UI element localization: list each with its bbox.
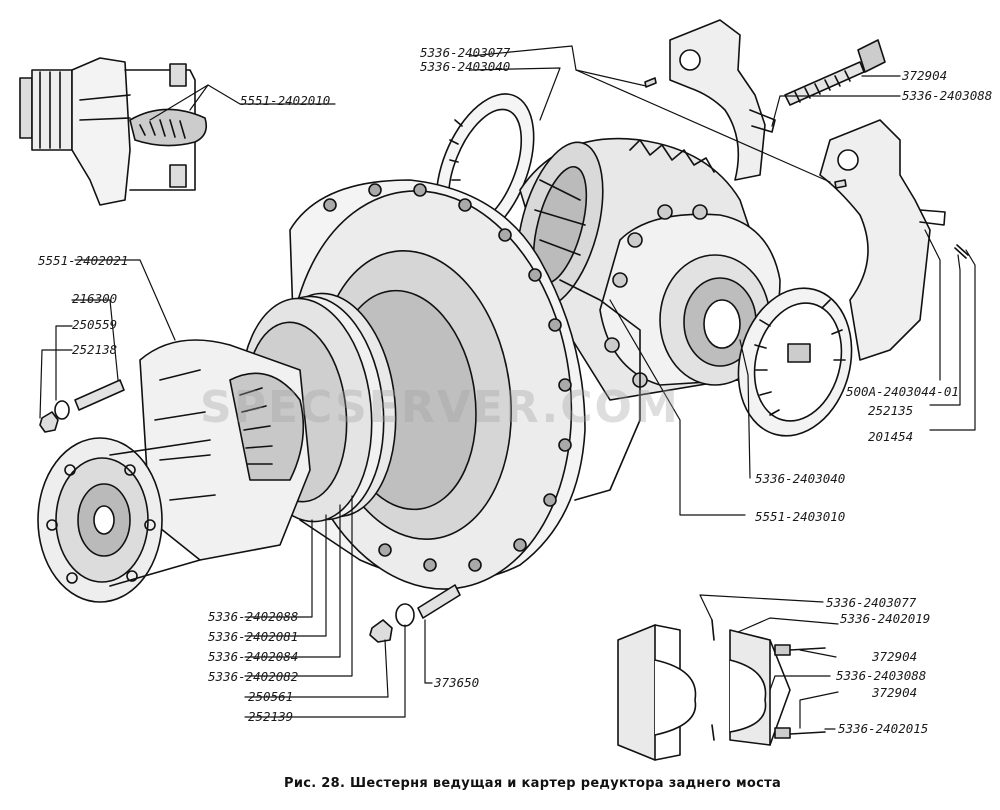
pinion-inset-drawing: [19, 57, 208, 206]
label-5336-2403040-top: 5336-2403040: [420, 59, 511, 74]
label-5336-2403077-inset: 5336-2403077: [826, 595, 917, 610]
pinion-housing-drawing: [139, 339, 311, 561]
label-252139: 252139: [248, 709, 294, 724]
label-5336-2402082: 5336-2402082: [208, 669, 299, 684]
label-5336-2402015-inset: 5336-2402015: [838, 721, 929, 736]
label-5551-2402021: 5551-2402021: [38, 253, 129, 268]
bolt-372904-drawing: [784, 39, 886, 106]
label-201454: 201454: [868, 429, 914, 444]
label-5336-2402088: 5336-2402088: [208, 609, 299, 624]
label-372904-inset-b: 372904: [872, 685, 918, 700]
label-250561: 250561: [248, 689, 294, 704]
drive-flange-drawing: [37, 437, 211, 603]
label-5336-2402084: 5336-2402084: [208, 649, 299, 664]
leader-lines: [39, 45, 976, 730]
cap-section-inset-drawing: [617, 619, 826, 761]
label-373650: 373650: [434, 675, 480, 690]
bearing-cap-top-drawing: [669, 19, 776, 181]
label-5551-2403010: 5551-2403010: [755, 509, 846, 524]
label-5551-2402010: 5551-2402010: [240, 93, 331, 108]
label-5336-2402019-inset: 5336-2402019: [840, 611, 931, 626]
label-5336-2403040-mid: 5336-2403040: [755, 471, 846, 486]
label-252138: 252138: [72, 342, 118, 357]
label-250559: 250559: [72, 317, 118, 332]
label-372904-top: 372904: [902, 68, 948, 83]
adjusting-nut-drawing: [737, 287, 853, 437]
bearing-cap-right-drawing: [819, 119, 946, 361]
label-500A-2403044-01: 500A-2403044-01: [846, 384, 959, 399]
figure-caption: Рис. 28. Шестерня ведущая и картер редук…: [284, 776, 782, 791]
label-5336-2402081: 5336-2402081: [208, 629, 299, 644]
label-5336-2403088-top: 5336-2403088: [902, 88, 993, 103]
label-372904-inset-a: 372904: [872, 649, 918, 664]
label-5336-2403077-top: 5336-2403077: [420, 45, 511, 60]
label-216300: 216300: [72, 291, 118, 306]
label-5336-2403088-inset: 5336-2403088: [836, 668, 927, 683]
label-252135: 252135: [868, 403, 914, 418]
